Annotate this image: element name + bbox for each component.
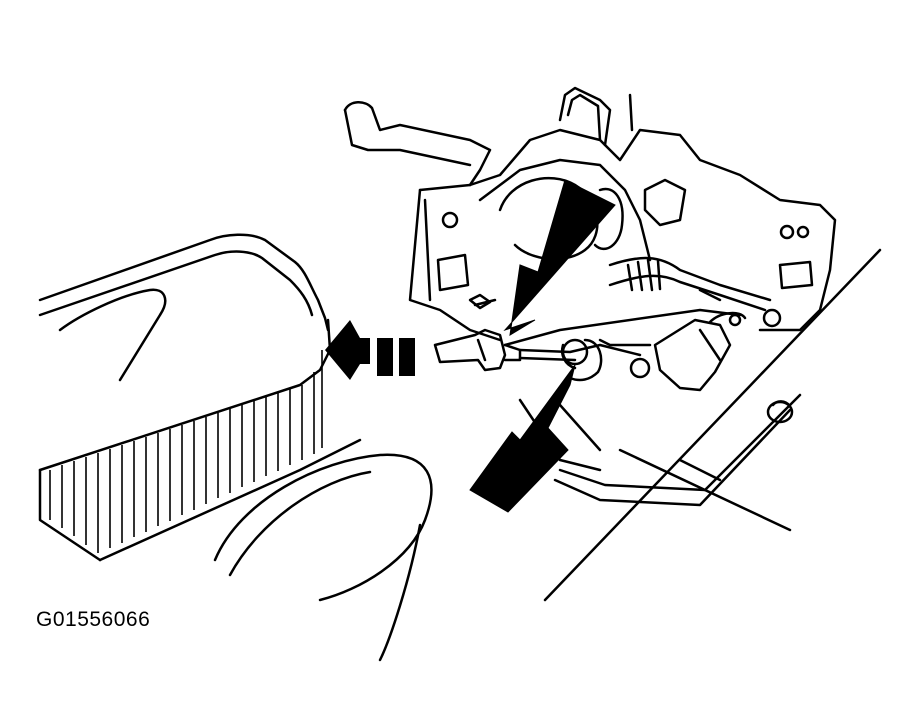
- figure-id-label: G01556066: [36, 608, 151, 631]
- arrow-left: [325, 320, 415, 380]
- radiator-support-panel: [38, 233, 882, 662]
- arrow-upper: [503, 179, 616, 336]
- arrow-lower: [469, 364, 576, 513]
- grille-fins: [49, 350, 323, 553]
- latch-bracket: [343, 86, 837, 472]
